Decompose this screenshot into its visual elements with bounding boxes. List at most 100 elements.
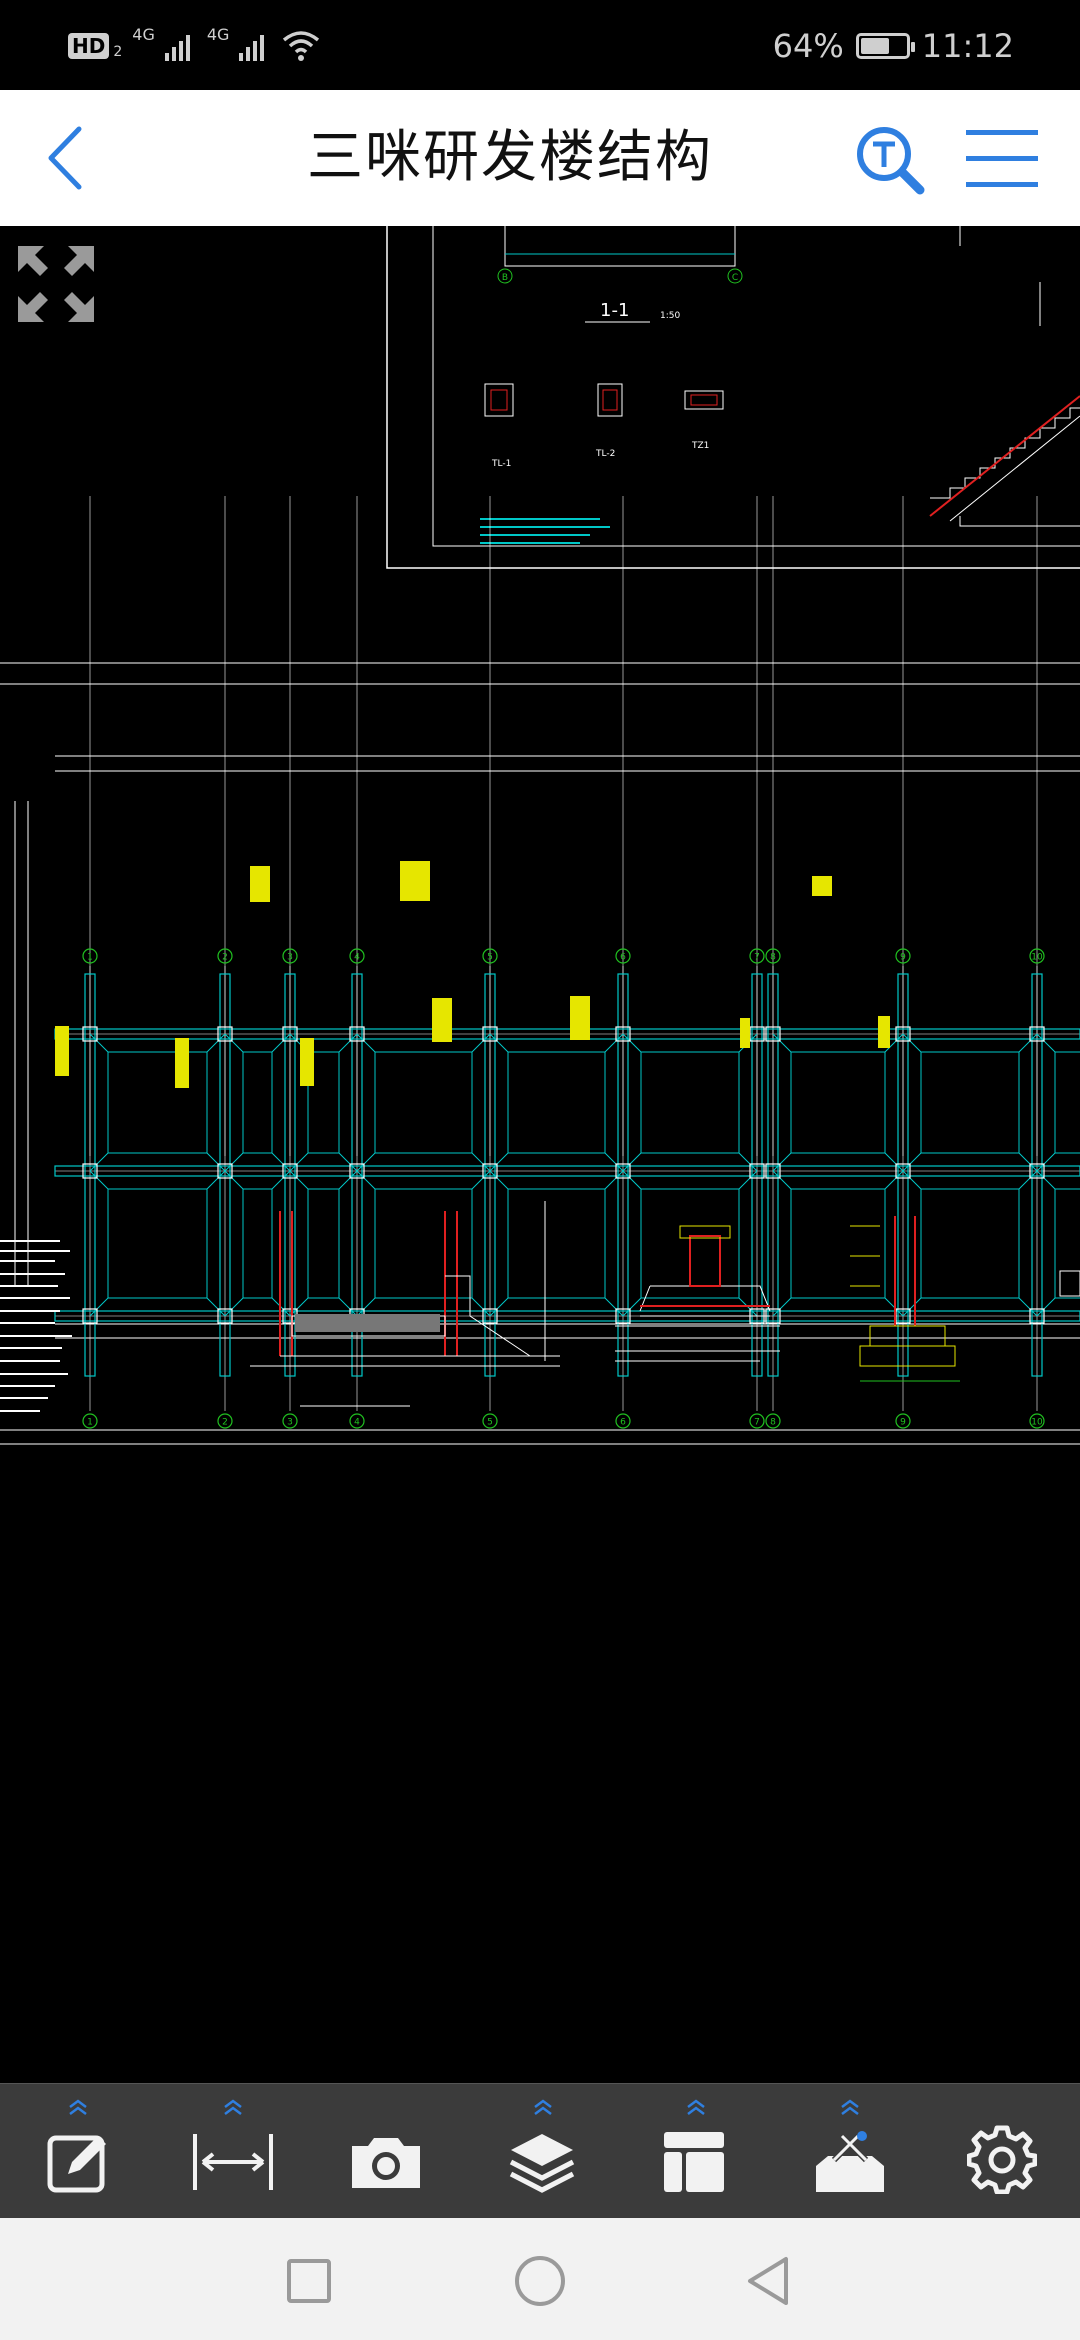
column-beam [219, 973, 231, 1377]
chevron-up-icon [69, 2099, 87, 2115]
fullscreen-button[interactable] [14, 242, 98, 326]
axis-bubble-label: 7 [754, 1418, 760, 1428]
menu-button[interactable] [964, 126, 1040, 190]
axis-bubble-label: 10 [1031, 953, 1043, 963]
status-right: 64% 11:12 [773, 24, 1014, 68]
haunch-line [622, 1170, 758, 1317]
column-node [282, 1163, 298, 1179]
column-node [482, 1308, 498, 1324]
settings-button[interactable] [955, 2094, 1055, 2214]
home-button[interactable] [510, 2251, 570, 2311]
network-type-1: 4G [132, 24, 155, 44]
axis-bubble-label: 2 [222, 1418, 228, 1428]
slab-panel [107, 1051, 208, 1154]
drawing-canvas[interactable]: B C 1-1 1:50 TL-1 TL-2 TZ1 [0, 226, 1080, 2083]
layout-panels-icon [664, 2132, 724, 2192]
slab-panel [640, 1188, 740, 1299]
back-button[interactable] [30, 120, 100, 196]
column-node [217, 1163, 233, 1179]
wifi-icon [283, 31, 320, 61]
back-nav-button[interactable] [740, 2251, 800, 2311]
hd-badge: HD [68, 33, 110, 59]
layout-tool-button[interactable] [646, 2094, 746, 2214]
camera-icon [352, 2138, 420, 2188]
axis-bubble [349, 948, 365, 964]
tools-tool-button[interactable] [800, 2094, 900, 2214]
column-beam [767, 973, 779, 1377]
slab-panel [507, 1051, 606, 1154]
slab-panel [107, 1188, 208, 1299]
haunch-line [356, 1170, 491, 1317]
axis-bubble [82, 1413, 98, 1429]
axis-bubble-label: 3 [287, 953, 293, 963]
network-type-2: 4G [206, 24, 230, 44]
column-node [217, 1308, 233, 1324]
annotations [55, 861, 890, 1088]
axis-bubble [482, 948, 498, 964]
recents-button[interactable] [279, 2251, 339, 2311]
axis-bubble [765, 948, 781, 964]
layers-tool-button[interactable] [493, 2094, 593, 2214]
axis-bubble-label: 1 [87, 1418, 93, 1428]
text-search-button[interactable] [852, 122, 928, 198]
axis-bubble [1029, 1413, 1045, 1429]
axis-bubble-label: 5 [487, 1418, 493, 1428]
axis-bubble-label: 4 [354, 953, 360, 963]
axis-bubble-label: 8 [770, 953, 776, 963]
column-node [615, 1163, 631, 1179]
gear-icon [967, 2125, 1037, 2194]
text-search-icon [857, 127, 925, 195]
column-node [82, 1308, 98, 1324]
axis-bubble-label: 6 [620, 953, 626, 963]
signal-icon [164, 35, 190, 61]
axis-bubble-label: 10 [1031, 1418, 1043, 1428]
screenshot-tool-button[interactable] [338, 2094, 438, 2214]
column-node [82, 1026, 98, 1042]
column-node [615, 1026, 631, 1042]
haunch-line [224, 1033, 291, 1172]
column-node [482, 1163, 498, 1179]
slab-panel [790, 1188, 886, 1299]
axis-bubble [349, 1413, 365, 1429]
axis-bubble [749, 1413, 765, 1429]
slab-panel [507, 1188, 606, 1299]
beam [54, 1310, 1080, 1322]
axis-bubble [895, 1413, 911, 1429]
column-node [749, 1163, 765, 1179]
grid-lines [55, 496, 1080, 1411]
haunch-line [224, 1170, 291, 1317]
slab-panel [790, 1051, 886, 1154]
chevron-up-icon [841, 2099, 859, 2115]
annotate-tool-button[interactable] [28, 2094, 128, 2214]
detail-label-tl2: TL-2 [595, 449, 615, 459]
measure-tool-button[interactable] [183, 2094, 283, 2214]
lower-sheet [0, 662, 1080, 1445]
axis-label-c: C [732, 273, 738, 283]
cad-drawing[interactable]: B C 1-1 1:50 TL-1 TL-2 TZ1 [0, 226, 1080, 2083]
chevron-up-icon [687, 2099, 705, 2115]
axis-bubble [895, 948, 911, 964]
axis-bubble [615, 948, 631, 964]
column-beam [617, 973, 629, 1377]
hamburger-menu-icon [966, 130, 1038, 187]
axis-bubble-label: 2 [222, 953, 228, 963]
column-node [482, 1026, 498, 1042]
haunch-line [902, 1170, 1038, 1317]
upper-sheet: B C 1-1 1:50 TL-1 TL-2 TZ1 [386, 226, 1080, 569]
column-beam [351, 973, 363, 1377]
signal-icon [239, 35, 265, 61]
axis-bubble [765, 1413, 781, 1429]
axis-bubble-label: 6 [620, 1418, 626, 1428]
chevron-up-icon [224, 2099, 242, 2115]
frame-beams [54, 973, 1080, 1377]
slab-panel [374, 1051, 473, 1154]
axis-bubble-label: 7 [754, 953, 760, 963]
column-beam [484, 973, 496, 1377]
haunch-line [89, 1033, 226, 1172]
haunch-line [772, 1033, 904, 1172]
column-node [765, 1026, 781, 1042]
haunch-line [489, 1033, 624, 1172]
column-beam [284, 973, 296, 1377]
slab-panel [242, 1188, 273, 1299]
